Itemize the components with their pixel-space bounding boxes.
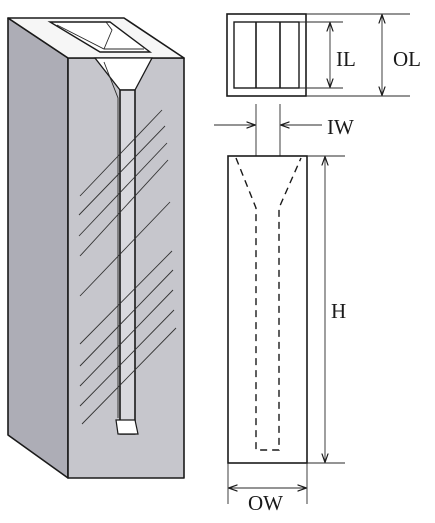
cuvette-top-opening [47,21,153,53]
outer-length-label: OL [393,47,421,71]
glass-glare-lines [78,109,177,425]
cuvette-side-face [7,17,69,479]
height-label: H [331,299,346,323]
inner-width-label: IW [327,115,354,139]
front-view-hidden-channel [235,157,302,451]
cuvette-3d-view [7,17,185,479]
front-view-outline [227,155,308,464]
front-view: H OW [227,155,346,515]
cuvette-channel-bottom [115,419,139,435]
top-view-inner-cavity [233,21,300,89]
inner-length-label: IL [336,47,356,71]
top-view: IL OL [226,13,421,97]
outer-width-label: OW [248,491,283,515]
